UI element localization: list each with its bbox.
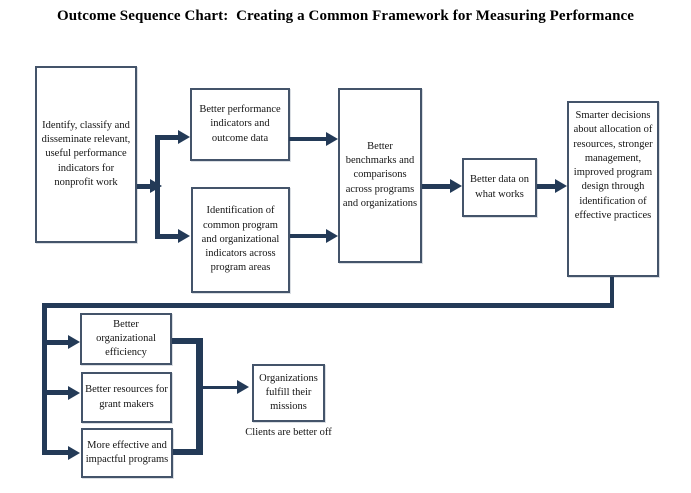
flow-box-identify: Identify, classify and disseminate relev…: [35, 66, 137, 243]
flow-box-effective-programs-label: More effective and impactful programs: [85, 439, 169, 465]
arrowhead-feedback-resources-icon: [68, 386, 80, 400]
connector-branch-vertical: [155, 135, 160, 239]
connector-feedback-drop: [610, 277, 614, 307]
connector-betterdata-smarter-line: [537, 184, 555, 189]
flow-box-fulfill-missions: Organizations fulfill their missions: [252, 364, 325, 422]
arrowhead-feedback-programs-icon: [68, 446, 80, 460]
connector-branch-top-line: [158, 135, 178, 140]
arrowhead-indicators-benchmarks-icon: [326, 132, 338, 146]
flow-box-effective-programs: More effective and impactful programs: [81, 428, 173, 478]
flow-box-identification: Identification of common program and org…: [191, 187, 290, 293]
flow-box-identify-label: Identify, classify and disseminate relev…: [41, 119, 131, 188]
flow-box-fulfill-missions-label: Organizations fulfill their missions: [259, 372, 318, 413]
arrowhead-branch-identification-icon: [178, 229, 190, 243]
flow-box-benchmarks: Better benchmarks and comparisons across…: [338, 88, 422, 263]
flow-box-smarter-decisions-label: Smarter decisions about allocation of re…: [573, 110, 653, 222]
flow-box-grant-resources-label: Better resources for grant makers: [85, 384, 168, 410]
flow-box-benchmarks-label: Better benchmarks and comparisons across…: [342, 140, 418, 209]
flow-box-smarter-decisions: Smarter decisions about allocation of re…: [567, 101, 659, 277]
flow-box-grant-resources: Better resources for grant makers: [81, 372, 172, 423]
connector-identify-branch-line: [137, 184, 150, 189]
flow-box-better-data-label: Better data on what works: [470, 174, 529, 200]
connector-collector-vertical: [196, 338, 203, 455]
connector-feedback-programs-line: [47, 450, 68, 455]
connector-feedback-vertical: [42, 303, 47, 455]
flow-box-indicators: Better performance indicators and outcom…: [190, 88, 290, 161]
connector-feedback-resources-line: [47, 390, 68, 395]
connector-branch-bottom-line: [158, 234, 178, 239]
flow-box-org-efficiency: Better organizational efficiency: [80, 313, 172, 365]
arrowhead-betterdata-smarter-icon: [555, 179, 567, 193]
flow-box-org-efficiency-label: Better organizational efficiency: [96, 318, 156, 359]
connector-benchmarks-betterdata-line: [422, 184, 450, 189]
flow-box-better-data: Better data on what works: [462, 158, 537, 217]
clients-better-off-caption: Clients are better off: [245, 427, 332, 438]
chart-title: Outcome Sequence Chart: Creating a Commo…: [56, 8, 635, 24]
arrowhead-branch-indicators-icon: [178, 130, 190, 144]
connector-feedback-horizontal: [42, 303, 614, 308]
arrowhead-identification-benchmarks-icon: [326, 229, 338, 243]
connector-collector-top: [172, 338, 198, 344]
flow-box-indicators-label: Better performance indicators and outcom…: [199, 104, 281, 144]
connector-collector-missions-line: [203, 386, 237, 389]
flow-box-identification-label: Identification of common program and org…: [201, 205, 280, 274]
arrowhead-feedback-efficiency-icon: [68, 335, 80, 349]
connector-identification-benchmarks-line: [290, 234, 326, 238]
arrowhead-benchmarks-betterdata-icon: [450, 179, 462, 193]
connector-collector-bottom: [173, 449, 198, 455]
connector-feedback-efficiency-line: [47, 340, 68, 345]
arrowhead-collector-missions-icon: [237, 380, 249, 394]
connector-indicators-benchmarks-line: [289, 137, 326, 141]
